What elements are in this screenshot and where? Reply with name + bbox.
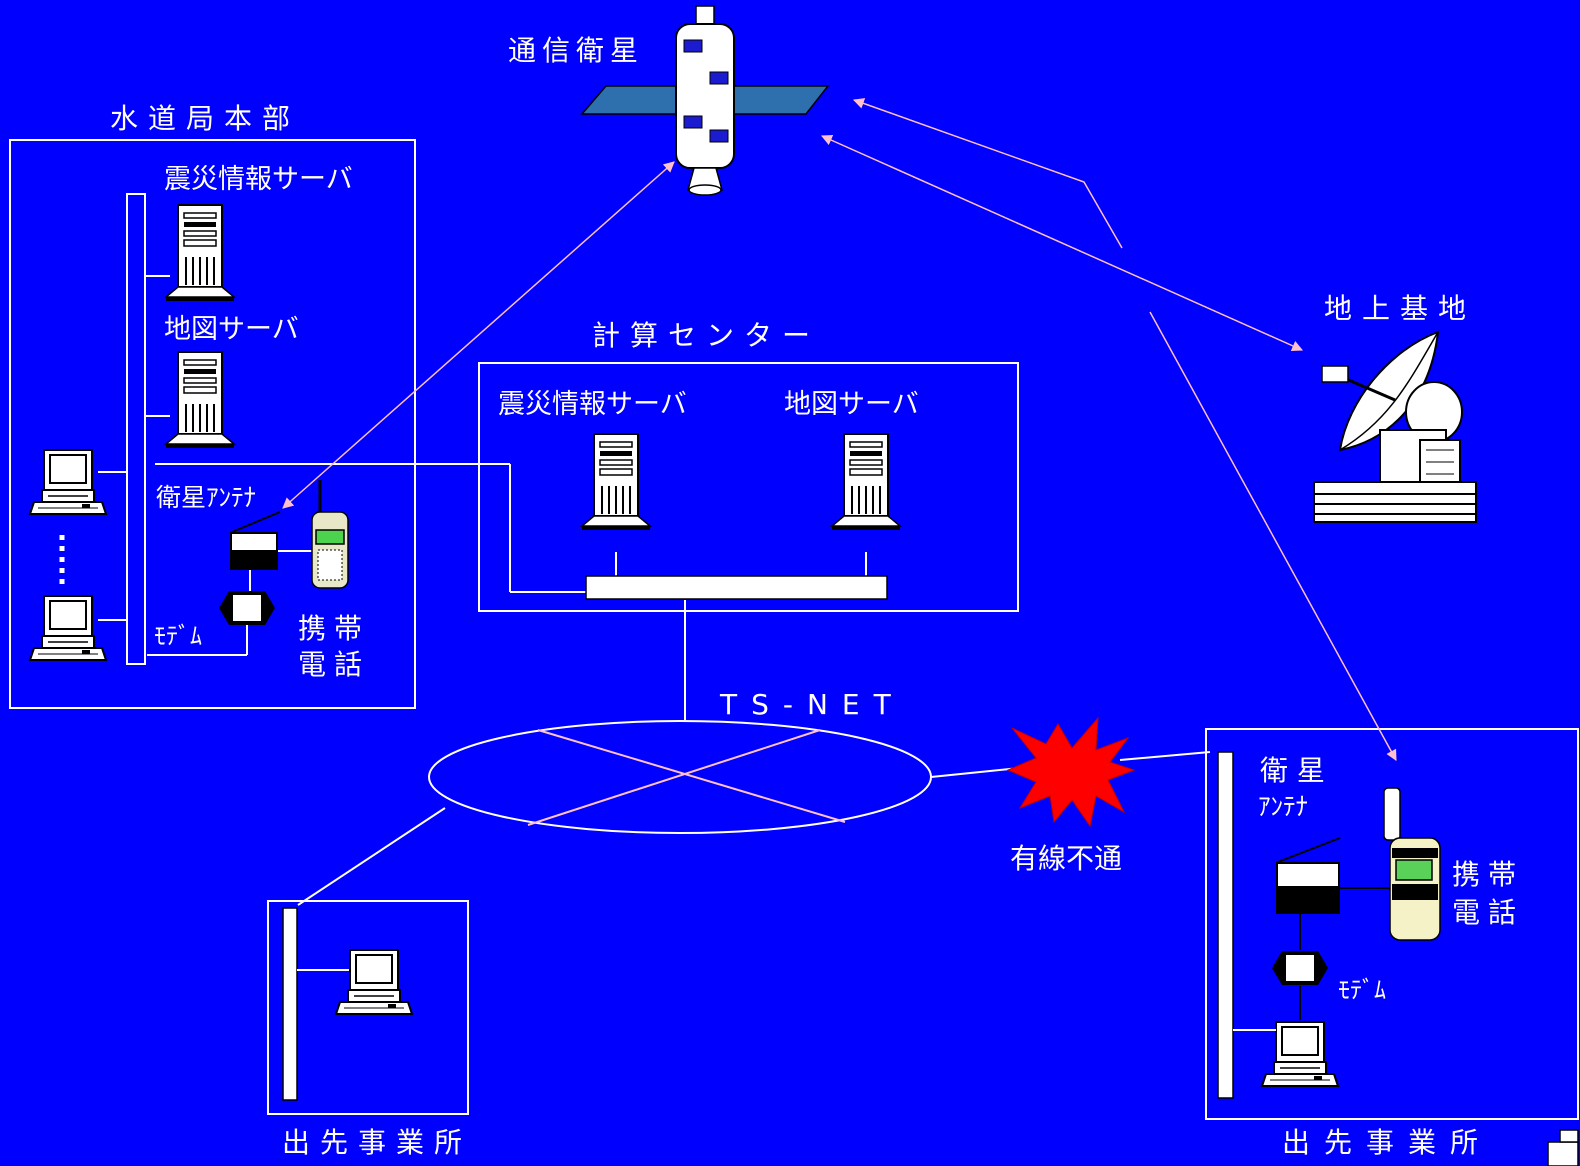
hq-satellite-link	[282, 161, 675, 509]
cc-map-server-label: 地図サーバ	[784, 389, 919, 420]
ground-station-label: 地上基地	[1324, 292, 1476, 325]
hq-quake-server-icon	[165, 204, 235, 302]
cc-map-server-icon	[831, 433, 901, 531]
headquarters-lan-bus	[126, 193, 146, 665]
hq-antenna-label: 衛星ｱﾝﾃﾅ	[156, 483, 256, 512]
branch-right-title: 出先事業所	[1282, 1126, 1492, 1159]
branch-right-antenna-label-1: 衛 星	[1260, 754, 1325, 787]
headquarters-title: 水道局本部	[110, 102, 300, 135]
hq-quake-server-label: 震災情報サーバ	[164, 164, 353, 195]
branch-right-pc-icon	[1261, 1021, 1339, 1087]
printer-icon	[1547, 1129, 1579, 1166]
hq-pc-icon-1	[29, 449, 107, 515]
branch-right-phone-label-1: 携帯	[1452, 858, 1524, 891]
branch-office-left: 出先事業所	[267, 900, 472, 1159]
branch-right-mobile-phone-icon	[1383, 787, 1441, 941]
hq-phone-label-2: 電話	[298, 648, 370, 681]
branch-left-title: 出先事業所	[282, 1126, 472, 1159]
computer-center: 計算センター 震災情報サーバ 地図サーバ	[478, 319, 1019, 720]
hq-mobile-phone-icon	[311, 480, 349, 589]
satellite-label: 通信衛星	[508, 34, 644, 67]
branch-right-modem-label: ﾓﾃﾞﾑ	[1338, 976, 1386, 1004]
outage-burst-icon	[1006, 716, 1136, 828]
hq-modem-icon	[218, 590, 276, 626]
hq-map-server-icon	[165, 351, 235, 449]
branch-right-phone-label-2: 電話	[1452, 896, 1524, 929]
cc-lan-bus	[585, 575, 888, 600]
ts-net-label: TS-NET	[719, 688, 905, 721]
hq-map-server-label: 地図サーバ	[164, 314, 299, 345]
satellite-dish-icon	[1313, 330, 1477, 523]
satellite: 通信衛星	[508, 5, 830, 196]
branch-right-antenna-label-2: ｱﾝﾃﾅ	[1258, 792, 1308, 821]
branch-left-box	[267, 900, 469, 1115]
computer-center-title: 計算センター	[592, 319, 820, 352]
outage-label: 有線不通	[1010, 842, 1122, 875]
satellite-downlink-lower	[1149, 311, 1397, 761]
branch-office-right: 衛 星 ｱﾝﾃﾅ 携帯 電話 ﾓﾃﾞﾑ 出先事業所	[1205, 728, 1579, 1166]
satellite-icon	[580, 5, 830, 196]
hq-pc-icon-2	[29, 595, 107, 661]
branch-left-lan-bus	[282, 907, 298, 1101]
ts-net: TS-NET	[297, 688, 1211, 906]
headquarters: 水道局本部 震災情報サーバ 地図サーバ 衛星ｱﾝﾃﾅ ﾓﾃﾞﾑ	[9, 102, 586, 709]
hq-modem-label: ﾓﾃﾞﾑ	[154, 622, 202, 650]
hq-phone-label-1: 携帯	[298, 612, 370, 645]
branch-right-modem-icon	[1271, 950, 1329, 986]
cc-quake-server-label: 震災情報サーバ	[498, 389, 687, 420]
branch-left-pc-icon	[335, 949, 413, 1015]
satellite-downlink-upper	[852, 98, 1123, 249]
ts-net-ring	[428, 720, 932, 834]
branch-right-box	[1205, 728, 1579, 1120]
outage: 有線不通	[1006, 716, 1136, 875]
cc-quake-server-icon	[581, 433, 651, 531]
ground-station: 地上基地	[1313, 292, 1477, 523]
wireless-links	[282, 98, 1397, 761]
branch-right-lan-bus	[1217, 751, 1234, 1099]
satellite-ground-link	[820, 135, 1304, 351]
